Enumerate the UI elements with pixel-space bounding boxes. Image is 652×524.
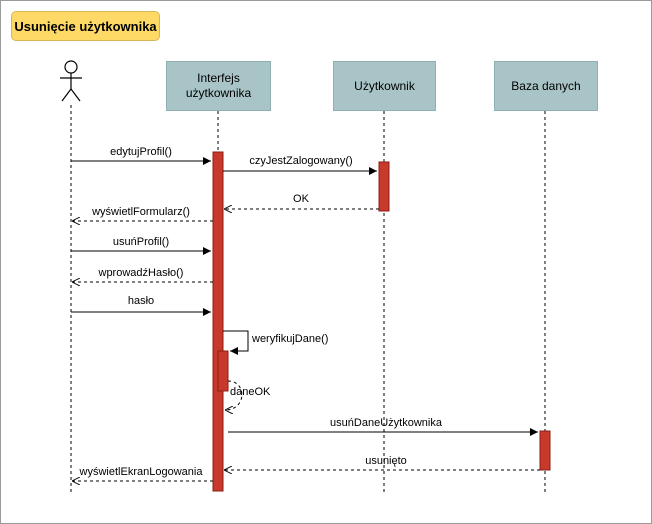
actor-icon xyxy=(60,60,82,102)
message-label-11: usunięto xyxy=(365,455,407,467)
participant-user[interactable]: Użytkownik xyxy=(333,61,436,111)
message-label-7: hasło xyxy=(128,295,154,307)
message-label-5: usuńProfil() xyxy=(113,236,169,248)
participant-interface-line1: Interfejs xyxy=(197,71,240,85)
message-label-9: daneOK xyxy=(230,386,271,398)
message-label-1: edytujProfil() xyxy=(110,146,172,158)
message-label-6: wprowadźHasło() xyxy=(98,267,184,279)
participant-interface[interactable]: Interfejs użytkownika xyxy=(166,61,271,111)
activation-user xyxy=(378,161,390,212)
message-arrow-8 xyxy=(223,330,249,355)
activation-interface xyxy=(212,151,224,492)
activation-interface-nested xyxy=(217,350,229,392)
message-label-4: wyświetlFormularz() xyxy=(91,206,190,218)
message-label-3: OK xyxy=(293,193,310,205)
participant-database[interactable]: Baza danych xyxy=(494,61,598,111)
participant-interface-line2: użytkownika xyxy=(185,86,252,100)
message-label-2: czyJestZalogowany() xyxy=(249,155,352,167)
message-label-8: weryfikujDane() xyxy=(251,333,328,345)
activation-database xyxy=(539,430,551,471)
message-label-10: usuńDaneUżytkownika xyxy=(330,417,443,429)
diagram-title: Usunięcie użytkownika xyxy=(11,11,160,41)
message-label-12: wyświetlEkranLogowania xyxy=(79,466,204,478)
